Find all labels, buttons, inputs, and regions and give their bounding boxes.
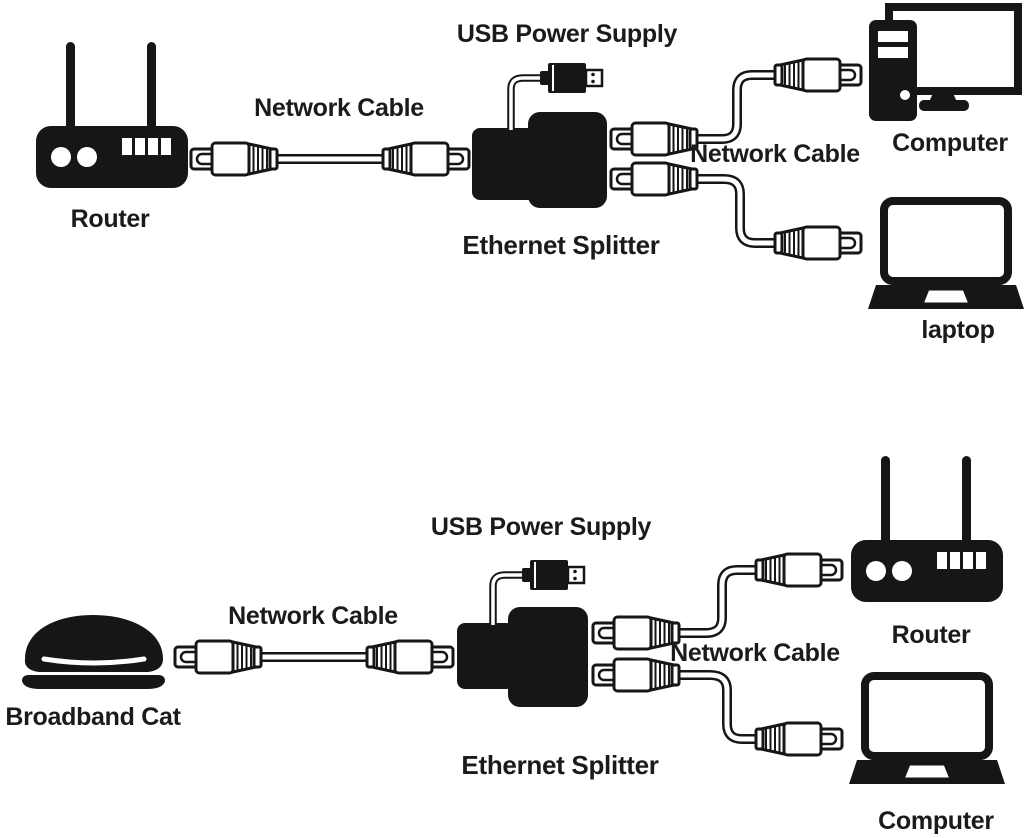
network-cable-right-lower (591, 657, 844, 757)
label-ethernet-splitter: Ethernet Splitter (462, 230, 660, 260)
rj45-connector (773, 225, 863, 261)
rj45-connector (754, 721, 844, 757)
network-cable-right-upper (609, 57, 863, 157)
ethernet-splitter-icon (472, 112, 607, 208)
label-computer: Computer (892, 129, 1008, 157)
desktop-computer-icon (869, 3, 1022, 121)
rj45-connector (754, 552, 844, 588)
network-cable-right-upper (591, 552, 844, 651)
rj45-connector (173, 639, 263, 675)
network-cable-left (173, 639, 455, 675)
label-broadband-cat: Broadband Cat (5, 703, 181, 731)
label-network-cable-left: Network Cable (228, 602, 398, 630)
rj45-connector (609, 121, 699, 157)
laptop-icon (868, 201, 1024, 309)
usb-plug-icon (507, 61, 604, 130)
rj45-connector (189, 141, 279, 177)
router-icon (36, 42, 188, 188)
network-cable-right-lower (609, 161, 863, 261)
label-laptop: laptop (921, 316, 995, 344)
rj45-connector (773, 57, 863, 93)
label-usb-power-supply: USB Power Supply (456, 20, 678, 48)
label-router: Router (70, 205, 150, 233)
top-diagram (36, 3, 1024, 309)
label-network-cable-right: Network Cable (690, 140, 860, 168)
network-cable-left (189, 141, 471, 177)
rj45-connector (609, 161, 699, 197)
label-network-cable-right: Network Cable (670, 639, 840, 667)
broadband-modem-icon (22, 615, 165, 689)
label-computer: Computer (878, 807, 994, 835)
laptop-icon (849, 676, 1005, 784)
label-usb-power-supply: USB Power Supply (430, 513, 652, 541)
rj45-connector (381, 141, 471, 177)
rj45-connector (365, 639, 455, 675)
label-network-cable-left: Network Cable (254, 94, 424, 122)
router-icon (851, 456, 1003, 602)
ethernet-splitter-icon (457, 607, 588, 707)
label-router: Router (891, 621, 971, 649)
label-ethernet-splitter: Ethernet Splitter (461, 750, 659, 780)
usb-plug-icon (489, 558, 586, 625)
rj45-connector (591, 657, 681, 693)
rj45-connector (591, 615, 681, 651)
bottom-diagram (22, 456, 1005, 784)
